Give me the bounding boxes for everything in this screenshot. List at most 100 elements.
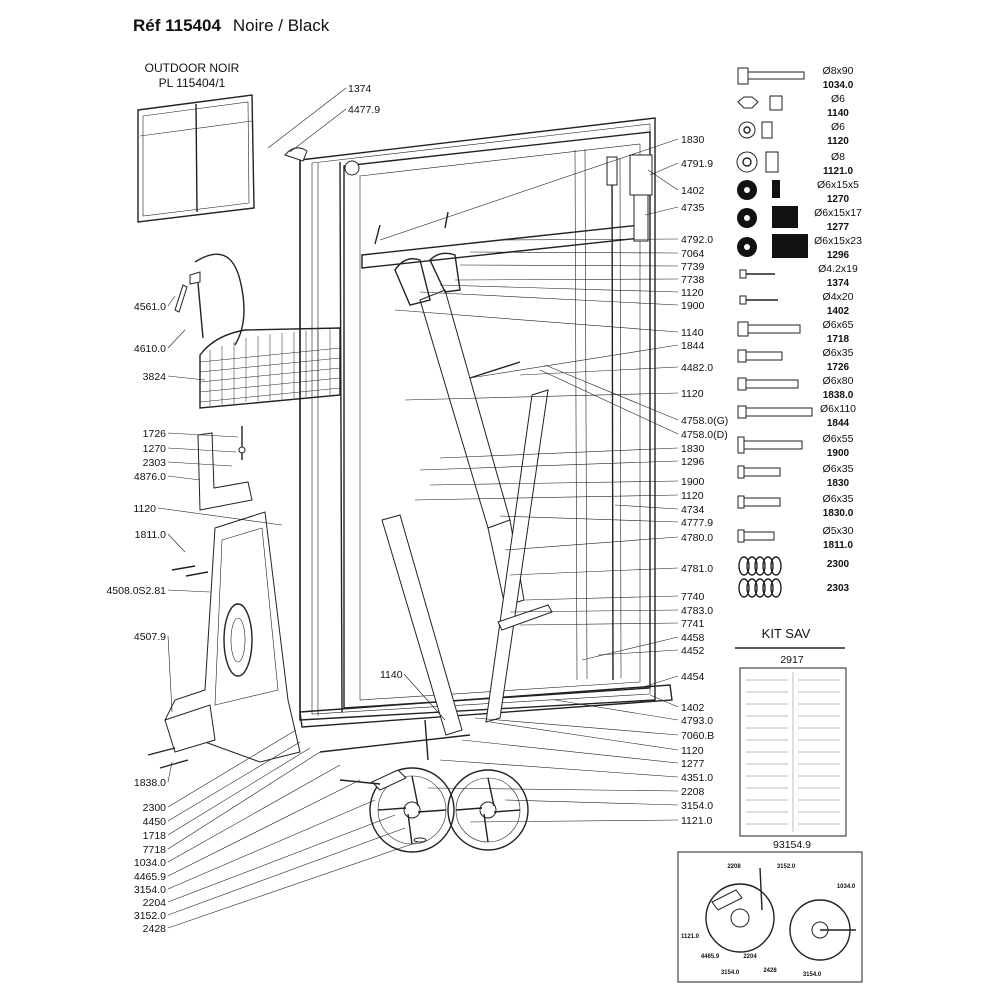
right-leader: [427, 787, 679, 792]
right-label: 7064: [681, 248, 705, 260]
right-leader: [544, 364, 679, 421]
hardware-code: 1140: [827, 108, 849, 119]
right-leader: [499, 515, 679, 523]
left-label: 4610.0: [134, 343, 166, 355]
table-frame: [284, 117, 673, 728]
right-label: 4351.0: [681, 772, 713, 784]
hardware-code: 2300: [827, 559, 850, 570]
inset-label: 3152.0: [777, 864, 796, 870]
right-label: 1120: [681, 388, 704, 400]
right-leader: [469, 819, 679, 823]
right-leader: [519, 622, 679, 626]
right-leader: [524, 595, 679, 601]
left-leader: [157, 507, 283, 526]
left-leader: [167, 741, 301, 822]
left-leader: [167, 589, 211, 593]
right-leader: [439, 284, 679, 293]
leader-lines: [157, 87, 679, 929]
kit-title: KIT SAV: [762, 626, 811, 641]
left-leader: [167, 814, 396, 903]
left-label: 4450: [143, 816, 167, 828]
hardware-code: 1718: [827, 334, 850, 345]
right-leader: [419, 460, 679, 471]
hardware-dimension: Ø6x15x23: [814, 235, 862, 247]
right-label: 1277: [681, 758, 705, 770]
right-leader: [554, 699, 679, 721]
right-leader: [509, 609, 679, 613]
hardware-code: 1838.0: [823, 390, 854, 401]
hardware-code: 1121.0: [823, 166, 853, 177]
right-leader: [379, 138, 679, 241]
hardware-code: 1830.0: [823, 508, 854, 519]
right-label: 2208: [681, 786, 705, 798]
right-label: 4734: [681, 504, 705, 516]
net-assembly: [174, 253, 341, 409]
left-leader: [167, 761, 173, 783]
right-label: 1830: [681, 134, 705, 146]
left-label: 7718: [143, 844, 167, 856]
inset-label: 2204: [743, 954, 757, 960]
hardware-dimension: Ø6x110: [820, 403, 856, 415]
hardware-dimension: Ø6x55: [823, 433, 854, 445]
left-leader: [167, 827, 406, 916]
left-label: 2428: [143, 923, 167, 935]
hardware-code: 1277: [827, 222, 850, 233]
right-leader: [404, 392, 679, 401]
left-leader: [167, 461, 233, 467]
right-label: 4758.0(D): [681, 429, 728, 441]
right-leader: [461, 739, 679, 764]
right-leader: [454, 278, 679, 281]
right-label: 4780.0: [681, 532, 713, 544]
right-leader: [581, 636, 679, 661]
left-leader: [167, 729, 297, 808]
right-label: 4793.0: [681, 715, 713, 727]
hardware-code: 1830: [827, 478, 850, 489]
inset-label: 3154.0: [721, 970, 740, 976]
left-label: 2204: [143, 897, 167, 909]
hardware-code: 1120: [827, 136, 849, 147]
kit-sav: KIT SAV 2917 93154.9: [735, 626, 847, 851]
top-leader: [289, 108, 347, 153]
hardware-dimension: Ø6x65: [823, 319, 854, 331]
left-leader: [167, 475, 201, 481]
right-leader: [519, 366, 679, 376]
right-leader: [394, 309, 679, 333]
right-label: 7740: [681, 591, 705, 603]
hardware-dimension: Ø4x20: [823, 291, 854, 303]
hardware-code: 1726: [827, 362, 850, 373]
right-label: 4452: [681, 645, 705, 657]
left-leader: [167, 635, 173, 713]
reference-number: Réf 115404: [133, 16, 221, 35]
left-label: 2303: [143, 457, 167, 469]
left-label: 1718: [143, 830, 167, 842]
inset-label: 3154.0: [803, 972, 822, 978]
hardware-dimension: Ø5x30: [823, 525, 854, 537]
hardware-dimension: Ø6x35: [823, 347, 854, 359]
hardware-dimension: Ø6x80: [823, 375, 854, 387]
inset-label: 2428: [763, 968, 777, 974]
right-leader: [614, 504, 679, 510]
kit-code-bottom: 93154.9: [773, 839, 811, 851]
hardware-dimension: Ø6x35: [823, 493, 854, 505]
inset-label: 2208: [727, 864, 741, 870]
right-leader: [469, 344, 679, 379]
right-label: 1402: [681, 185, 705, 197]
right-label: 1120: [681, 490, 704, 502]
hardware-code: 1844: [827, 418, 850, 429]
right-leader: [647, 169, 679, 191]
left-leader: [167, 841, 419, 929]
left-label: 3824: [143, 371, 167, 383]
hardware-code: 1374: [827, 278, 850, 289]
right-label: 1121.0: [681, 815, 712, 827]
left-label: 4561.0: [134, 301, 166, 313]
left-leader: [167, 751, 321, 850]
hardware-code: 1270: [827, 194, 850, 205]
right-leader: [509, 567, 679, 576]
hardware-dimension: Ø8: [831, 151, 845, 163]
right-label: 4791.9: [681, 158, 713, 170]
right-leader: [649, 694, 679, 708]
color-name: Noire / Black: [232, 16, 330, 35]
right-label: 7738: [681, 274, 705, 286]
left-leader: [167, 799, 376, 890]
inset-label: 1121.0: [681, 934, 700, 940]
